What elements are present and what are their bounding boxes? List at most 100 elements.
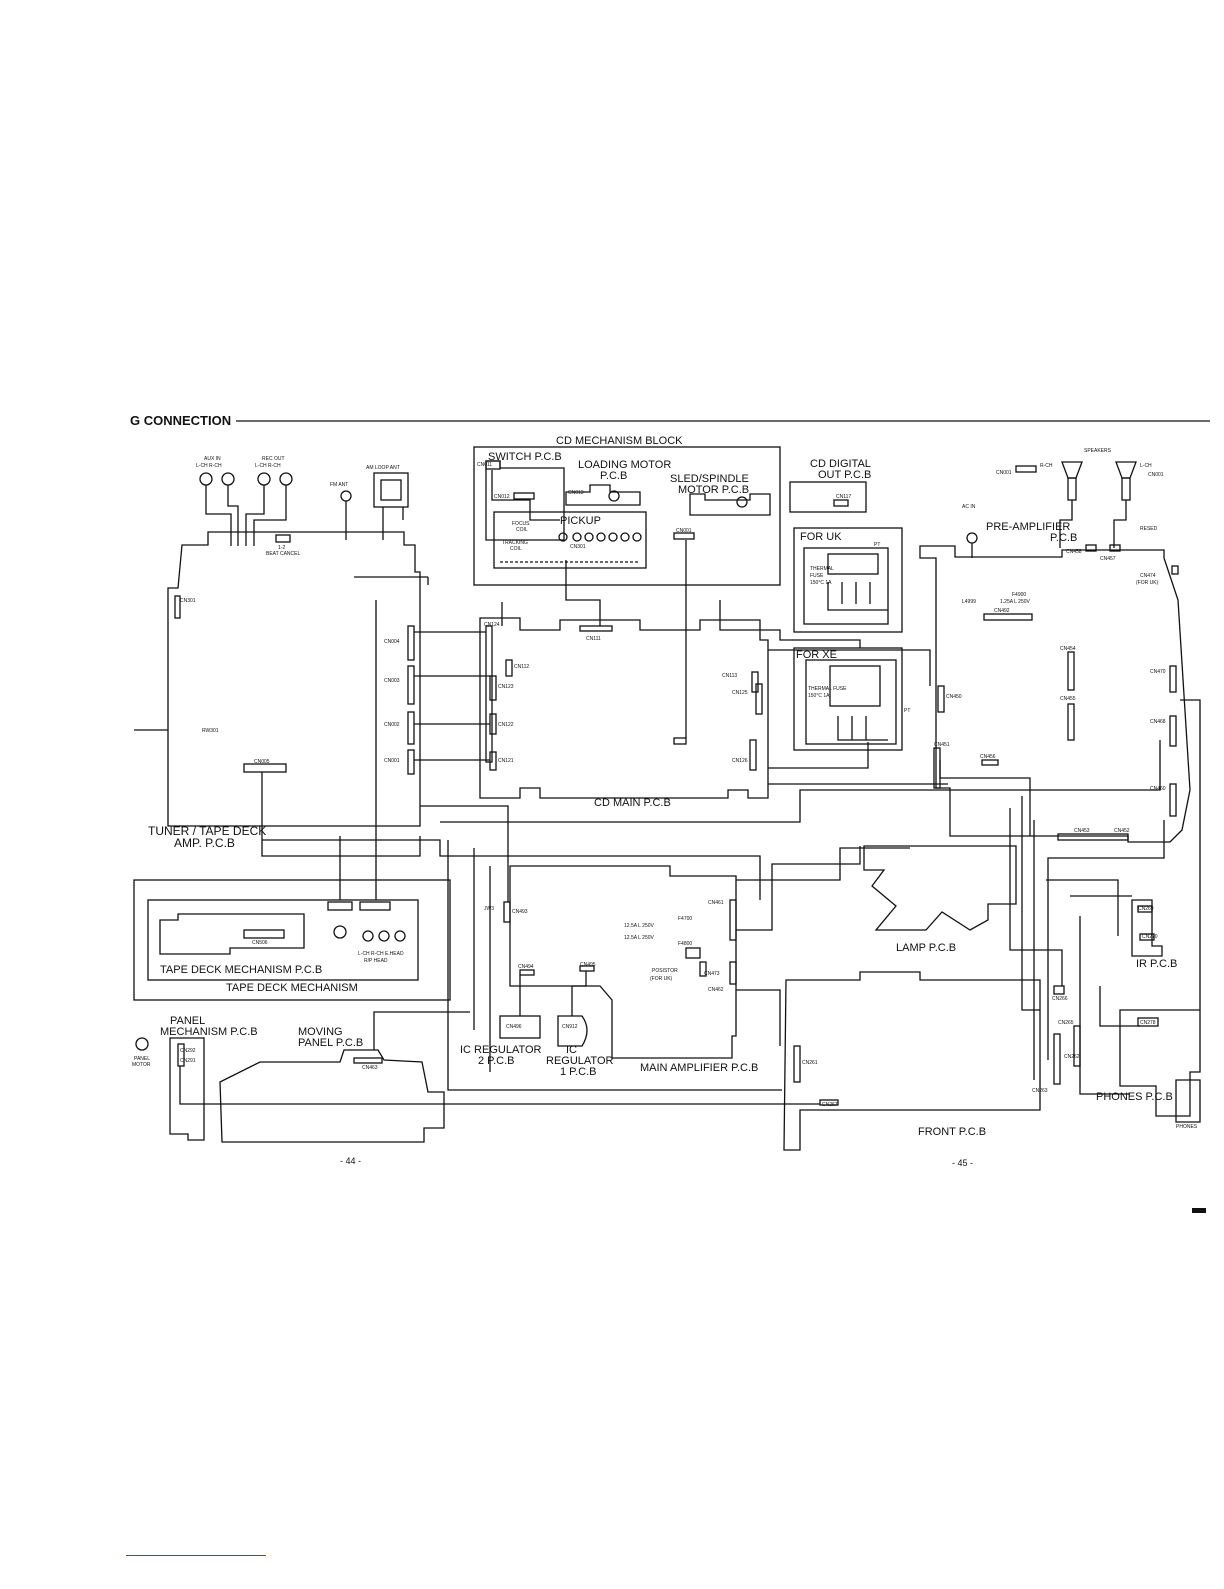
cn125-label: CN125	[732, 690, 748, 696]
lamp-label: LAMP P.C.B	[896, 942, 956, 954]
cn001-l-speaker-label: CN001	[1148, 472, 1164, 478]
panel-mech-label-2: MECHANISM P.C.B	[160, 1026, 258, 1038]
cn122-label: CN122	[498, 722, 514, 728]
thermal-uk-label-2: FUSE	[810, 573, 824, 579]
cn301-pickup-label: CN301	[570, 544, 586, 550]
cn291-label: CN291	[180, 1058, 196, 1064]
f4900-label-1: F4900	[1012, 592, 1026, 598]
f4800-label: F4800	[678, 941, 692, 947]
heads-label-1: L-CH R-CH E.HEAD	[358, 951, 404, 957]
aux-in-r-jack	[221, 472, 235, 486]
for-uk-label: FOR UK	[800, 531, 842, 543]
pt-uk-label: PT	[874, 542, 880, 548]
cn002-label: CN002	[384, 722, 400, 728]
cn001-speaker-label: CN001	[996, 470, 1012, 476]
cn121-label: CN121	[498, 758, 514, 764]
cn456-label: CN456	[980, 754, 996, 760]
aux-lch-rch: L-CH R-CH	[196, 463, 222, 469]
cn012-label: CN012	[494, 494, 510, 500]
cn458-label: CN458	[1066, 549, 1082, 555]
tape-deck-mechanism-pcb	[147, 899, 419, 981]
rec-lch-rch: L-CH R-CH	[255, 463, 281, 469]
tracking-coil-label-2: COIL	[510, 546, 522, 552]
cn450-label: CN450	[946, 694, 962, 700]
bottom-link-line	[126, 1555, 266, 1556]
cn455-label: CN455	[1060, 696, 1076, 702]
speaker-rch-label: R-CH	[1040, 463, 1053, 469]
loading-motor-label-1: LOADING MOTOR	[578, 459, 671, 471]
ac-in-plug	[966, 532, 978, 544]
f4900-label-2: 1.25A L 250V	[1000, 599, 1031, 605]
phones-pcb-label: PHONES P.C.B	[1096, 1091, 1173, 1103]
phones-label: PHONES	[1176, 1124, 1198, 1130]
moving-panel-pcb	[219, 1049, 445, 1143]
ir-label: IR P.C.B	[1136, 958, 1177, 970]
cn001-sled-label: CN001	[676, 528, 692, 534]
am-loop-label: AM LOOP ANT	[366, 465, 400, 471]
panel-motor-label-2: MOTOR	[132, 1062, 151, 1068]
ic-reg2-label-1: IC REGULATOR	[460, 1044, 542, 1056]
cn263-label: CN263	[1032, 1088, 1048, 1094]
cn494-label: CN494	[518, 964, 534, 970]
preamp-label-2: P.C.B	[1050, 532, 1077, 544]
cn474-uk-label: (FOR UK)	[1136, 580, 1159, 586]
resed-label: RESED	[1140, 526, 1158, 532]
cn493-label: CN493	[512, 909, 528, 915]
cn005-label: CN005	[254, 759, 270, 765]
tuner-label-1: TUNER / TAPE DECK	[148, 824, 266, 838]
cn004-label: CN004	[384, 639, 400, 645]
pickup-label: PICKUP	[560, 515, 601, 527]
fm-ant-label: FM ANT	[330, 482, 348, 488]
ic-reg1-label-3: 1 P.C.B	[560, 1066, 597, 1078]
cd-digital-out-pcb	[789, 481, 867, 513]
page-number-right: - 45 -	[952, 1158, 973, 1168]
beat-cancel-switch	[275, 534, 291, 543]
ic-reg1-label-1: IC	[566, 1044, 577, 1056]
focus-coil-label-1: FOCUS	[512, 521, 530, 527]
cn126-label: CN126	[732, 758, 748, 764]
front-label: FRONT P.C.B	[918, 1126, 986, 1138]
cd-mechanism-label: CD MECHANISM BLOCK	[556, 435, 683, 447]
cn111-label: CN111	[586, 636, 601, 642]
for-uk-box	[793, 527, 903, 633]
cn451-label: CN451	[934, 742, 950, 748]
cn474-label: CN474	[1140, 573, 1156, 579]
pt-xe-label: PT	[904, 708, 910, 714]
cn267-label: CN267	[822, 1102, 838, 1108]
tuner-label-2: AMP. P.C.B	[174, 836, 235, 850]
cn265-label: CN265	[1058, 1020, 1074, 1026]
ir-pcb	[1131, 899, 1163, 957]
cn495-label: CN495	[580, 962, 596, 968]
cn462-label: CN462	[708, 987, 724, 993]
thermal-xe-label-2: 150°C 1A	[808, 693, 830, 699]
loading-motor-label-2: P.C.B	[600, 470, 627, 482]
cn261-label: CN261	[802, 1060, 818, 1066]
cn506-label: CN506	[252, 940, 268, 946]
ac-in-label: AC IN	[962, 504, 976, 510]
cn278-label: CN278	[1140, 1020, 1156, 1026]
cn013-label: CN013	[568, 490, 584, 496]
ic-reg2-label-2: 2 P.C.B	[478, 1055, 515, 1067]
cn460-label: CN460	[1150, 786, 1166, 792]
cn123-label: CN123	[498, 684, 514, 690]
speaker-l-icon	[1115, 461, 1137, 479]
rec-out-l-jack	[257, 472, 271, 486]
cn269-label: CN269	[1138, 906, 1154, 912]
ic-reg1-label-2: REGULATOR	[546, 1055, 613, 1067]
page-title: G CONNECTION	[130, 413, 231, 428]
aux-in-l-jack	[199, 472, 213, 486]
sled-spindle-motor-pcb	[689, 493, 771, 516]
am-loop-ant	[373, 472, 409, 508]
cn113-label: CN113	[722, 673, 737, 679]
moving-panel-label-1: MOVING	[298, 1026, 343, 1038]
tape-mech-label: TAPE DECK MECHANISM	[226, 982, 358, 994]
cn011-label: CN011	[477, 462, 492, 468]
main-amp-label: MAIN AMPLIFIER P.C.B	[640, 1062, 758, 1074]
jw3-label: JW3	[484, 906, 494, 912]
sled-label-1: SLED/SPINDLE	[670, 473, 749, 485]
for-xe-box	[793, 647, 903, 751]
cd-digital-label-2: OUT P.C.B	[818, 469, 871, 481]
thermal-uk-label-3: 150°C 1A	[810, 580, 832, 586]
rec-out-r-jack	[279, 472, 293, 486]
